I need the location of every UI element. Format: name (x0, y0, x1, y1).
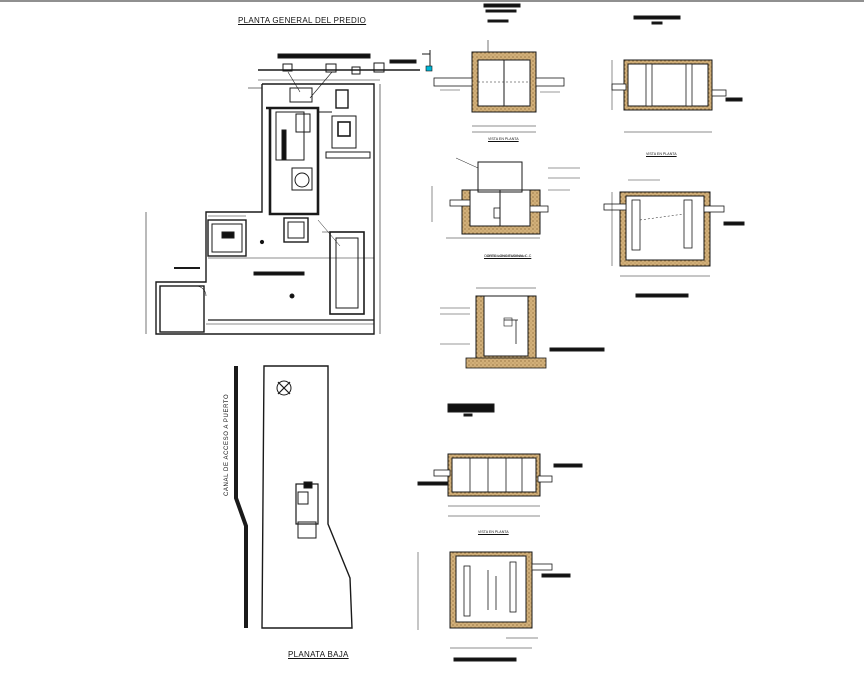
compass-icon (276, 380, 292, 396)
site-plan-title: PLANTA GENERAL DEL PREDIO (238, 16, 367, 25)
ground-floor-plan (234, 365, 353, 629)
building-walls (266, 106, 320, 216)
lot-boundary (155, 83, 375, 335)
septic-tank-section (431, 157, 549, 257)
longitudinal-cut-label: CORTE LONGITUDINAL C-C (484, 254, 532, 258)
plan-top-bar (277, 53, 371, 59)
room-kitchen (275, 111, 305, 161)
annotation-marks (440, 89, 660, 345)
room-left (207, 219, 247, 257)
grease-trap-plan (417, 403, 583, 517)
ground-lot (261, 365, 353, 629)
site-plan (145, 50, 433, 335)
septic-tank-plan (433, 3, 565, 133)
ground-floor-title: PLANATA BAJA (288, 650, 349, 659)
pool (329, 231, 365, 315)
canal-label: CANAL DE ACCESO A PUERTO (224, 393, 230, 496)
inspection-chamber (465, 287, 605, 369)
room-garage (159, 285, 205, 333)
biodigester-plan (611, 15, 743, 133)
water-meter-icon (425, 65, 433, 72)
tank-round (294, 172, 310, 188)
right-plan-view-label: VISTA EN PLANTA (646, 152, 677, 156)
lower-plan-view-label: VISTA EN PLANTA (478, 530, 509, 534)
room-mid (283, 217, 309, 243)
top-plan-view-label: VISTA EN PLANTA (488, 137, 519, 141)
canal-bank (234, 366, 248, 628)
grease-trap-section (417, 551, 571, 662)
biodigester-section (603, 191, 745, 298)
